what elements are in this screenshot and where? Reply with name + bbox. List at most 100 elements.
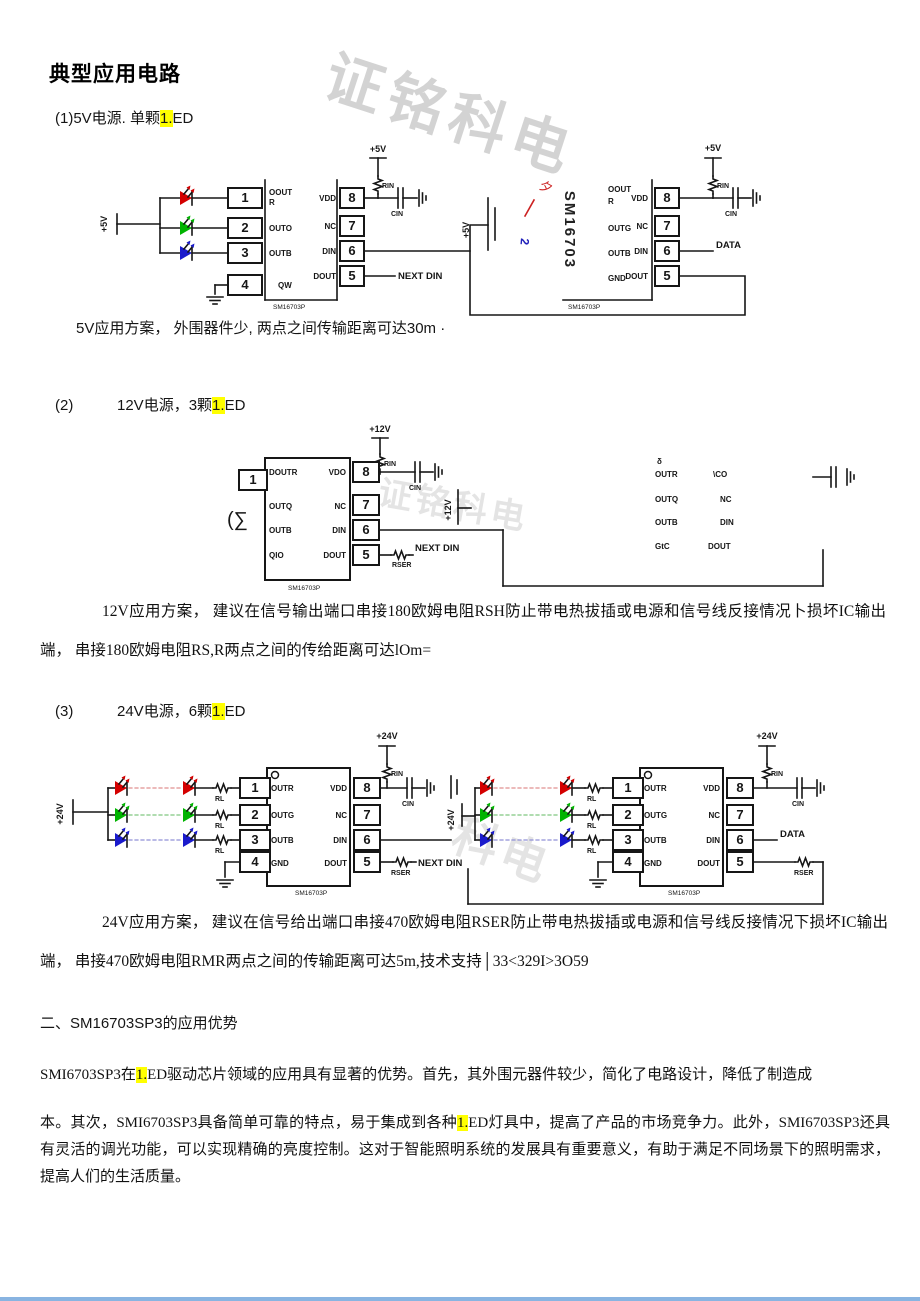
lbl-dout: DOUT xyxy=(313,272,336,281)
corrupt-led-glyphs: 夕 2 xyxy=(517,177,555,246)
led-red-icon xyxy=(179,184,196,206)
section-1-heading: (1)5V电源. 单颗1.ED xyxy=(55,107,193,128)
supply-24v-label: +24V xyxy=(376,731,397,741)
pin-5: 5 xyxy=(363,854,370,869)
rotated-chip-label: SM16703 xyxy=(561,191,578,269)
chip-body-24v-left xyxy=(266,767,351,887)
ground-icon xyxy=(426,779,435,797)
lbl-rin: RIN xyxy=(382,183,394,190)
red-glyph: 夕 xyxy=(537,177,556,196)
lbl-dout: DOUT xyxy=(323,551,346,560)
lbl-vdd: VDD xyxy=(319,194,336,203)
chip-body-12v xyxy=(264,457,351,581)
pin-1: 1 xyxy=(624,780,631,795)
pin-boxes-24v: 1 2 3 4 8 7 6 5 1 2 3 4 8 7 6 5 xyxy=(239,777,754,873)
lbl-din: DIN xyxy=(332,526,346,535)
section-1-heading-highlight: 1. xyxy=(160,110,173,127)
lbl-cin: CIN xyxy=(792,801,804,808)
lbl-vdd: VDD xyxy=(330,784,347,793)
labels-12v: (∑ DOUTR OUTQ OUTB QIO VDO NC DIN DOUT S… xyxy=(227,424,734,592)
supply-12v-rotated: +12V xyxy=(443,499,453,520)
lbl-nc: NC xyxy=(334,502,346,511)
pin-8: 8 xyxy=(736,780,743,795)
led-red-icon xyxy=(114,774,131,796)
lbl-rl: RL xyxy=(215,796,225,803)
corrupt-led-glyph: (∑ xyxy=(227,509,248,531)
blue-glyph: 2 xyxy=(517,238,532,246)
pin-4: 4 xyxy=(251,854,259,869)
p1-highlight: 1. xyxy=(135,1067,148,1083)
lbl-dout: DOUT xyxy=(708,542,731,551)
ground-icon xyxy=(418,189,427,207)
lbl-rin: RIN xyxy=(771,771,783,778)
led-blue-icon xyxy=(479,826,496,848)
lbl-outb: OUTB xyxy=(655,518,678,527)
led-red-icon xyxy=(479,774,496,796)
capacitor-cin-icon xyxy=(406,777,413,799)
advantages-paragraph-1: SMI6703SP3在1.ED驱动芯片领域的应用具有显著的优势。首先，其外围元器… xyxy=(40,1062,890,1089)
lbl-gnd: GND xyxy=(608,274,626,283)
pin-6: 6 xyxy=(362,522,369,537)
lbl-rin: RIN xyxy=(717,183,729,190)
resistor-rl-icon xyxy=(584,783,604,793)
section-1-heading-pre: (1)5V电源. 单颗 xyxy=(55,110,161,127)
lbl-vdo: VDO xyxy=(329,468,346,477)
pin-6: 6 xyxy=(348,243,355,258)
lbl-co: \CO xyxy=(713,470,727,479)
pin-5: 5 xyxy=(348,268,355,283)
supply-5v-label: +5V xyxy=(370,144,386,154)
pin1-dot xyxy=(270,770,280,780)
lbl-cin: CIN xyxy=(725,211,737,218)
pin-2: 2 xyxy=(624,807,631,822)
section-2-heading-highlight: 1. xyxy=(212,397,225,414)
led-blue-icon xyxy=(559,826,576,848)
resistor-rin-icon xyxy=(382,763,392,783)
led-red-icon xyxy=(182,774,199,796)
led-blue-icon xyxy=(114,826,131,848)
advantages-paragraph-2: 本。其次，SMI6703SP3具备简单可靠的特点，易于集成到各种1.ED灯具中，… xyxy=(40,1110,890,1191)
resistor-rl-icon xyxy=(584,835,604,845)
lbl-rin: RIN xyxy=(384,461,396,468)
chip-body-24v-right xyxy=(639,767,724,887)
chip-name: SM16703P xyxy=(288,585,320,592)
pin-8: 8 xyxy=(363,780,370,795)
lbl-dout: DOUT xyxy=(625,272,648,281)
lbl-outb: OUTB xyxy=(644,836,667,845)
lbl-gtc: GtC xyxy=(655,542,670,551)
led-green-icon xyxy=(179,214,196,236)
section-3-heading: (3)24V电源，6颗1.ED xyxy=(55,700,245,721)
pin-5: 5 xyxy=(663,268,670,283)
lbl-outb: OUTB xyxy=(608,249,631,258)
p2-highlight: 1. xyxy=(457,1115,469,1131)
lbl-data: DATA xyxy=(780,829,805,840)
lbl-nc: NC xyxy=(720,495,732,504)
ground-icon xyxy=(216,879,234,888)
led-dashed-links xyxy=(128,787,561,841)
lbl-qio: QIO xyxy=(269,551,284,560)
lbl-outr: OUTR xyxy=(655,470,678,479)
lbl-din: DIN xyxy=(720,518,734,527)
lbl-outq: OUTQ xyxy=(655,495,678,504)
resistor-rl-icon xyxy=(584,810,604,820)
wires-12v xyxy=(371,437,832,587)
chip-name: SM16703P xyxy=(568,304,600,311)
pin-8: 8 xyxy=(348,190,355,205)
section-3-number: (3) xyxy=(55,703,74,720)
lbl-rl: RL xyxy=(215,848,225,855)
led-blue-icon xyxy=(179,239,196,261)
lbl-qw: QW xyxy=(278,281,292,290)
lbl-din: DIN xyxy=(322,247,336,256)
led-red-icon xyxy=(559,774,576,796)
capacitor-icon xyxy=(830,466,837,488)
lbl-vdd: VDD xyxy=(631,194,648,203)
pin-8: 8 xyxy=(663,190,670,205)
pin-7: 7 xyxy=(736,807,743,822)
lbl-nc: NC xyxy=(708,811,720,820)
pin-7: 7 xyxy=(348,218,355,233)
supply-5v-rotated: +5V xyxy=(461,222,471,238)
lbl-cin: CIN xyxy=(409,485,421,492)
bottom-accent-bar xyxy=(0,1297,920,1301)
lbl-rser: RSER xyxy=(794,870,813,877)
lbl-dout: DOUT xyxy=(697,859,720,868)
lbl-r: R xyxy=(269,198,275,207)
